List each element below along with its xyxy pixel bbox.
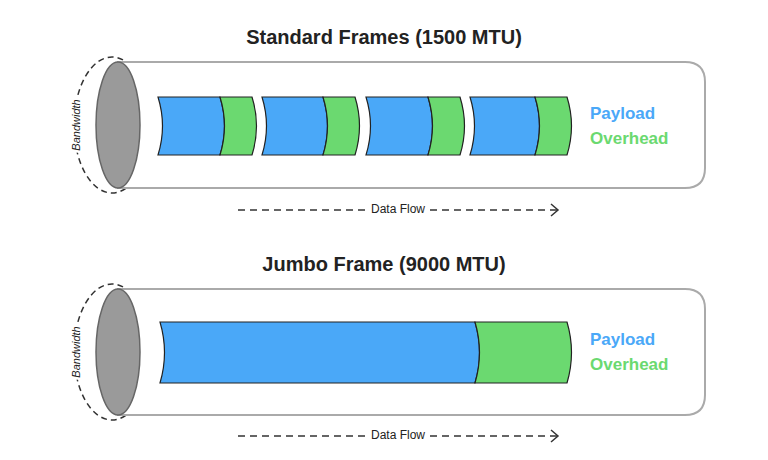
- section-title: Standard Frames (1500 MTU): [246, 26, 522, 48]
- legend-text: Payload: [590, 105, 655, 124]
- frame-segment: [160, 322, 480, 383]
- legend-text: Payload: [590, 331, 655, 350]
- frame-segment: [470, 97, 540, 155]
- bandwidth-label: Bandwidth: [70, 97, 82, 152]
- frame-segment: [428, 97, 465, 155]
- standard-pipe: [74, 57, 705, 216]
- frame-segment: [535, 97, 572, 155]
- flow-label: Data Flow: [366, 429, 430, 442]
- bandwidth-label: Bandwidth: [70, 324, 82, 379]
- section-title: Jumbo Frame (9000 MTU): [262, 253, 505, 275]
- legend-text: Overhead: [590, 130, 668, 149]
- frame-segment: [262, 97, 328, 155]
- legend-text: Overhead: [590, 356, 668, 375]
- frame-segment: [366, 97, 433, 155]
- frame-segment: [475, 322, 572, 383]
- frame-segment: [158, 97, 225, 155]
- flow-label: Data Flow: [366, 203, 430, 216]
- frame-segment: [220, 97, 257, 155]
- frame-segment: [323, 97, 360, 155]
- jumbo-pipe: [74, 284, 705, 442]
